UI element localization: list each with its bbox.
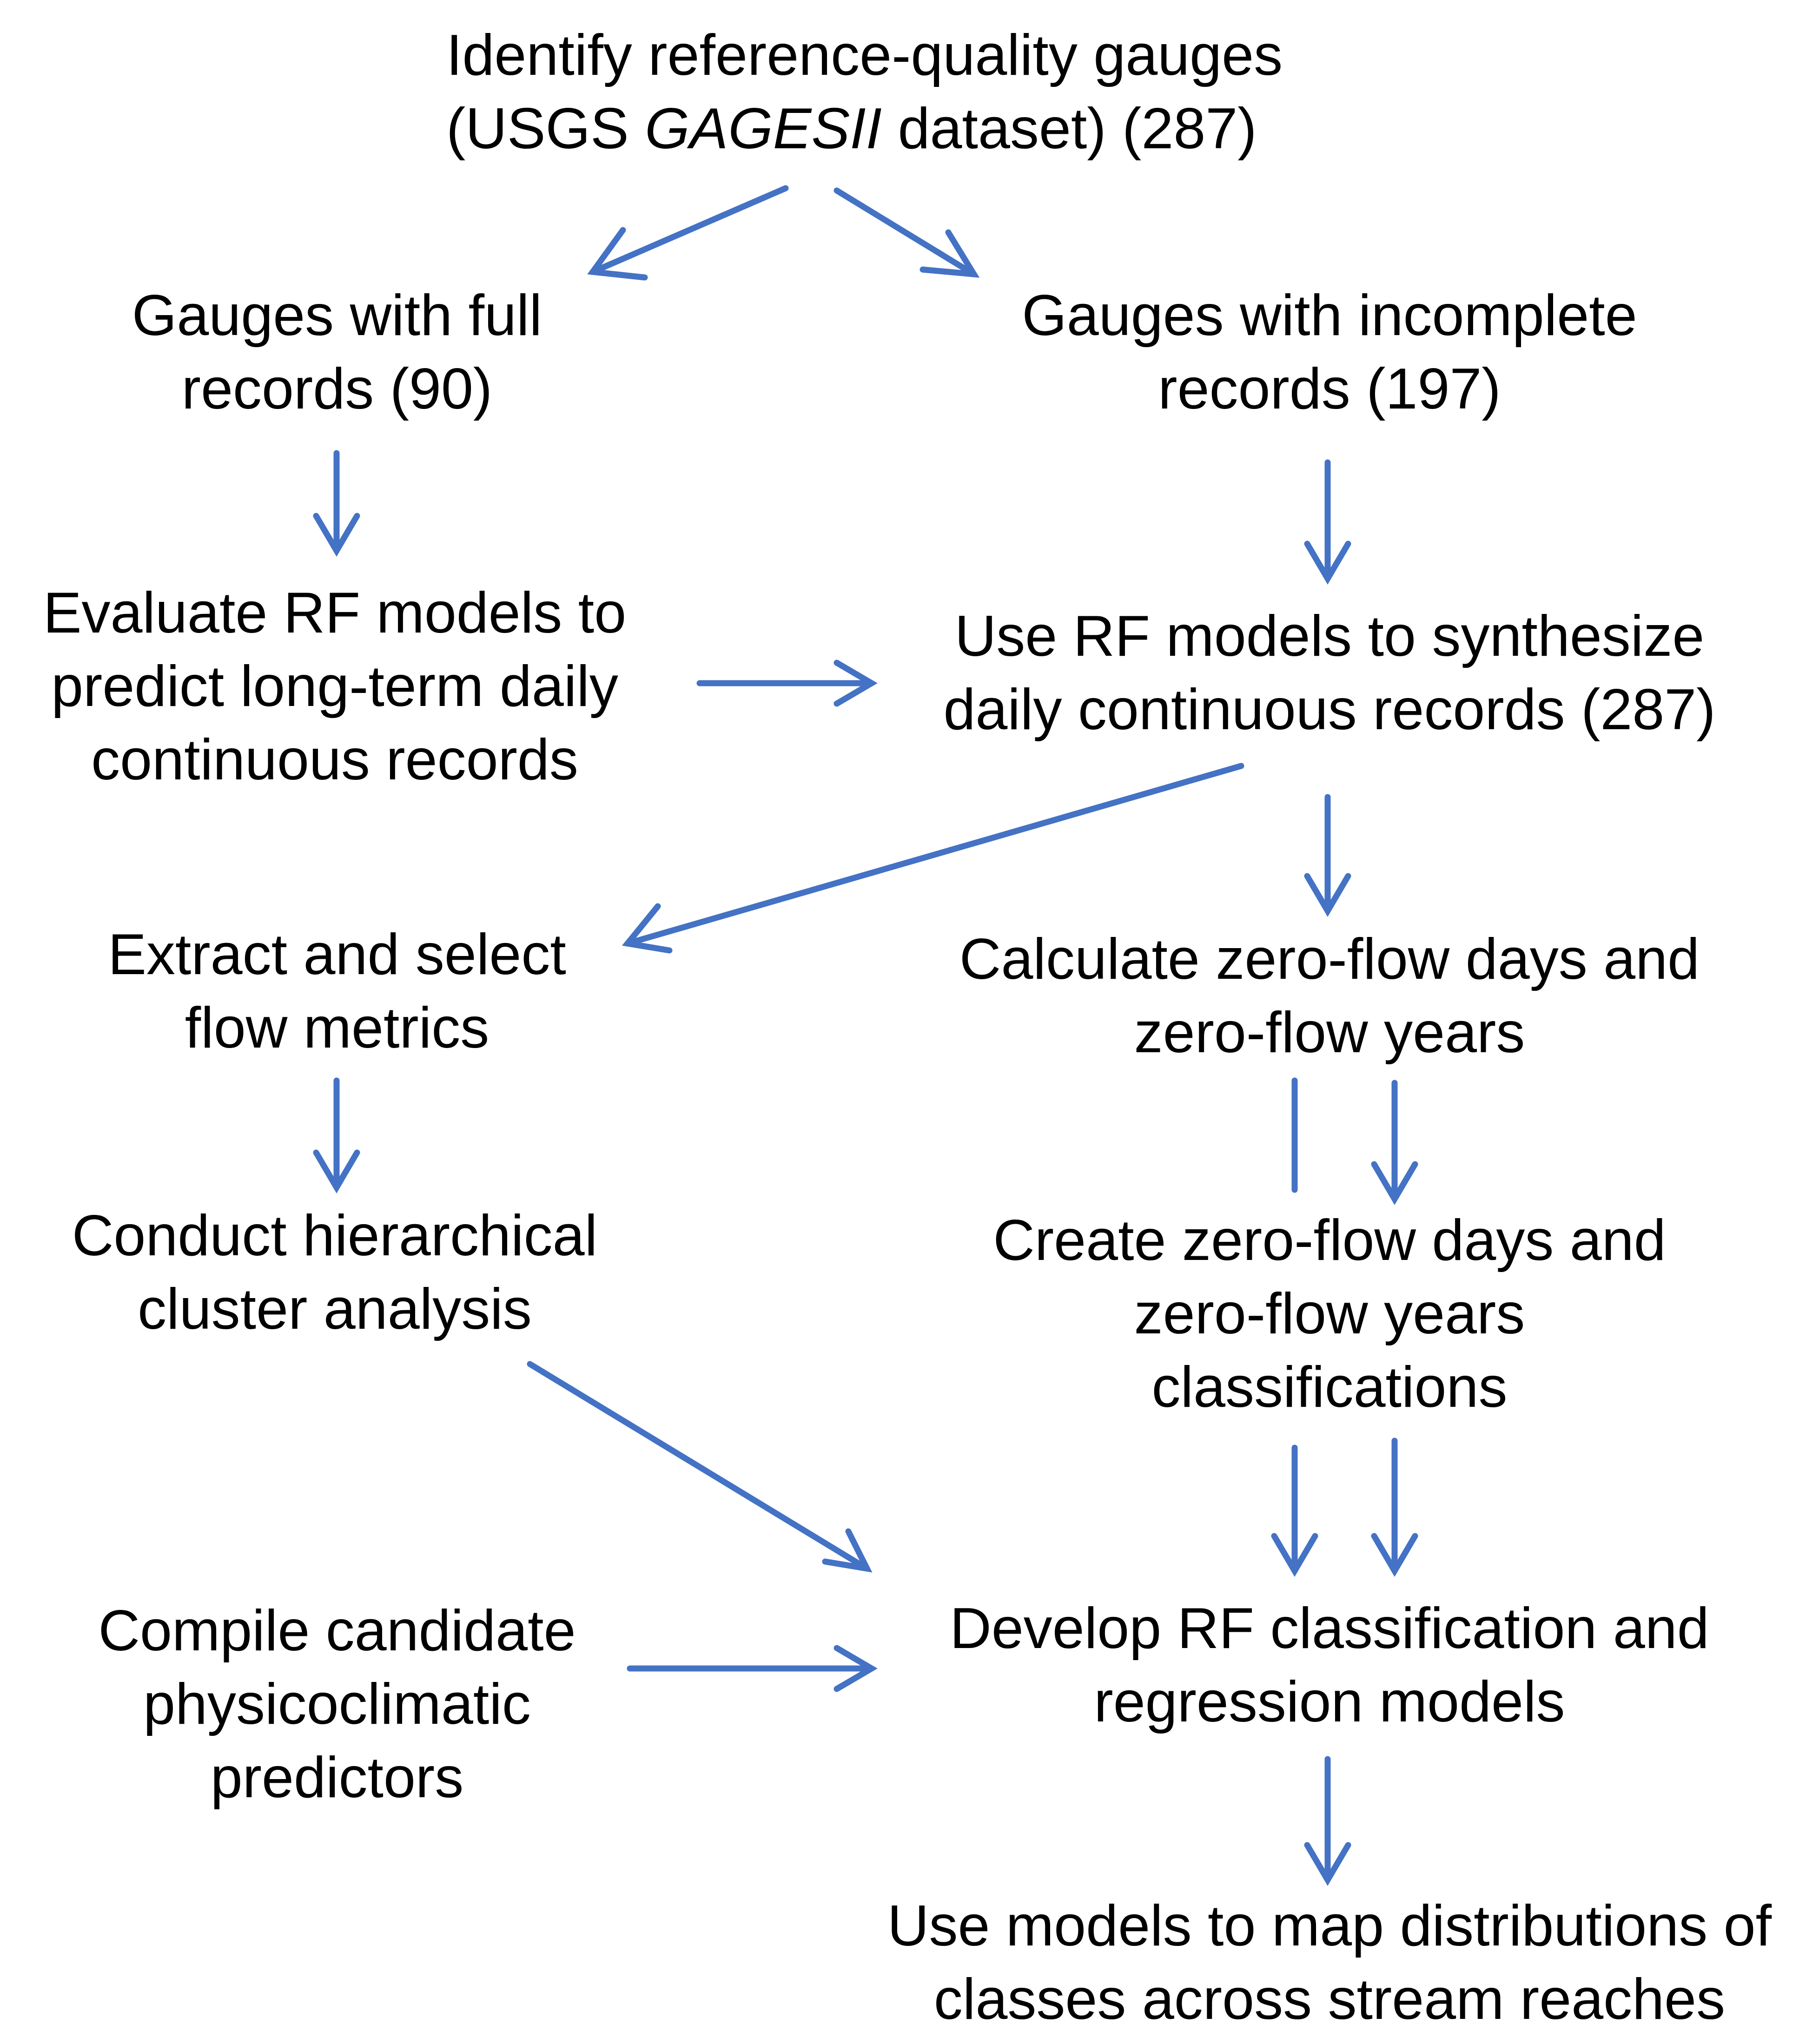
node-calculate-zero-flow: Calculate zero-flow days and zero-flow y… [911, 923, 1748, 1069]
node-identify-gauges: Identify reference-quality gauges (USGS … [446, 19, 1283, 165]
develop-models-line1: Develop RF classification and [950, 1596, 1709, 1661]
create-classifications-line3: classifications [1151, 1355, 1508, 1419]
node-compile-predictors: Compile candidate physicoclimatic predic… [63, 1594, 611, 1814]
compile-predictors-line2: physicoclimatic [143, 1672, 531, 1736]
extract-metrics-line1: Extract and select [108, 923, 566, 987]
cluster-analysis-line2: cluster analysis [138, 1277, 532, 1341]
map-distributions-line2: classes across stream reaches [933, 1967, 1726, 2031]
node-full-records: Gauges with full records (90) [63, 279, 611, 426]
calculate-zero-flow-line1: Calculate zero-flow days and [959, 927, 1700, 991]
arrow-classifications-to-develop-right [1371, 1437, 1418, 1577]
node-create-classifications: Create zero-flow days and zero-flow year… [958, 1204, 1701, 1424]
create-classifications-line1: Create zero-flow days and [993, 1208, 1666, 1273]
incomplete-records-line2: records (197) [1158, 357, 1501, 421]
extract-metrics-line2: flow metrics [185, 996, 489, 1060]
arrow-develop-to-map-distributions [1304, 1756, 1351, 1886]
arrow-synthesize-to-extract-metrics [622, 763, 1244, 954]
identify-line2: (USGS GAGESII dataset) (287) [446, 92, 1257, 165]
evaluate-rf-line1: Evaluate RF models to [43, 581, 627, 645]
arrow-full-records-to-evaluate [313, 450, 360, 557]
identify-line2-post: dataset) (287) [882, 97, 1257, 161]
compile-predictors-line3: predictors [210, 1746, 464, 1810]
arrow-synthesize-to-calculate [1304, 794, 1351, 917]
create-classifications-line2: zero-flow years [1134, 1282, 1525, 1346]
identify-line2-pre: (USGS [446, 97, 645, 161]
full-records-line1: Gauges with full [132, 284, 542, 348]
arrow-calculate-to-classifications [1371, 1080, 1418, 1205]
calculate-zero-flow-line2: zero-flow years [1134, 1001, 1525, 1065]
identify-line1: Identify reference-quality gauges [446, 23, 1283, 87]
arrow-cluster-to-develop-models [527, 1361, 873, 1573]
cluster-analysis-line1: Conduct hierarchical [72, 1204, 598, 1268]
map-distributions-line1: Use models to map distributions of [887, 1894, 1772, 1958]
arrow-compile-predictors-to-develop [627, 1645, 878, 1692]
identify-dataset-name: GAGESII [645, 97, 882, 161]
arrow-extract-to-cluster [313, 1077, 360, 1193]
arrow-incomplete-records-to-synthesize [1304, 459, 1351, 585]
compile-predictors-line1: Compile candidate [98, 1599, 576, 1663]
synthesize-line1: Use RF models to synthesize [954, 604, 1705, 668]
synthesize-line2: daily continuous records (287) [943, 678, 1716, 742]
node-develop-models: Develop RF classification and regression… [902, 1592, 1757, 1739]
arrow-identify-to-full-records [587, 185, 789, 281]
node-extract-metrics: Extract and select flow metrics [63, 918, 611, 1065]
node-synthesize-records: Use RF models to synthesize daily contin… [897, 600, 1762, 746]
node-map-distributions: Use models to map distributions of class… [841, 1889, 1818, 2036]
evaluate-rf-line2: predict long-term daily [51, 654, 618, 719]
incomplete-records-line1: Gauges with incomplete [1022, 284, 1637, 348]
arrow-evaluate-to-synthesize [696, 659, 878, 707]
node-evaluate-rf: Evaluate RF models to predict long-term … [9, 576, 660, 797]
evaluate-rf-line3: continuous records [91, 728, 578, 792]
arrow-classifications-to-develop-left [1271, 1444, 1318, 1577]
node-cluster-analysis: Conduct hierarchical cluster analysis [28, 1199, 642, 1346]
full-records-line2: records (90) [181, 357, 493, 421]
node-incomplete-records: Gauges with incomplete records (197) [976, 279, 1683, 426]
arrow-identify-to-incomplete-records [833, 187, 980, 278]
develop-models-line2: regression models [1094, 1670, 1565, 1734]
